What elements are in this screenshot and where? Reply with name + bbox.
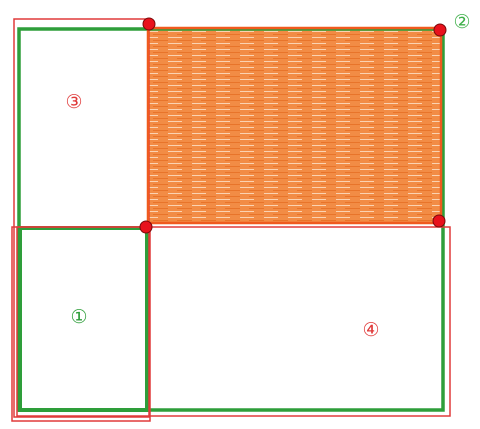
shaded-rectangle (149, 29, 440, 222)
left-red-rectangle (13, 18, 150, 418)
region-label-1: ① (70, 306, 87, 328)
corner-dot-top-left (142, 17, 156, 31)
region-label-2: ② (453, 11, 470, 33)
corner-dot-top-right (433, 23, 447, 37)
shaded-rectangle-border (146, 26, 443, 225)
corner-dot-bottom-right (432, 214, 446, 228)
region-label-3: ③ (65, 91, 82, 113)
region-label-4: ④ (362, 319, 379, 341)
small-green-rectangle (18, 226, 149, 412)
bottom-red-rectangle (16, 226, 451, 417)
corner-dot-bottom-left (139, 220, 153, 234)
